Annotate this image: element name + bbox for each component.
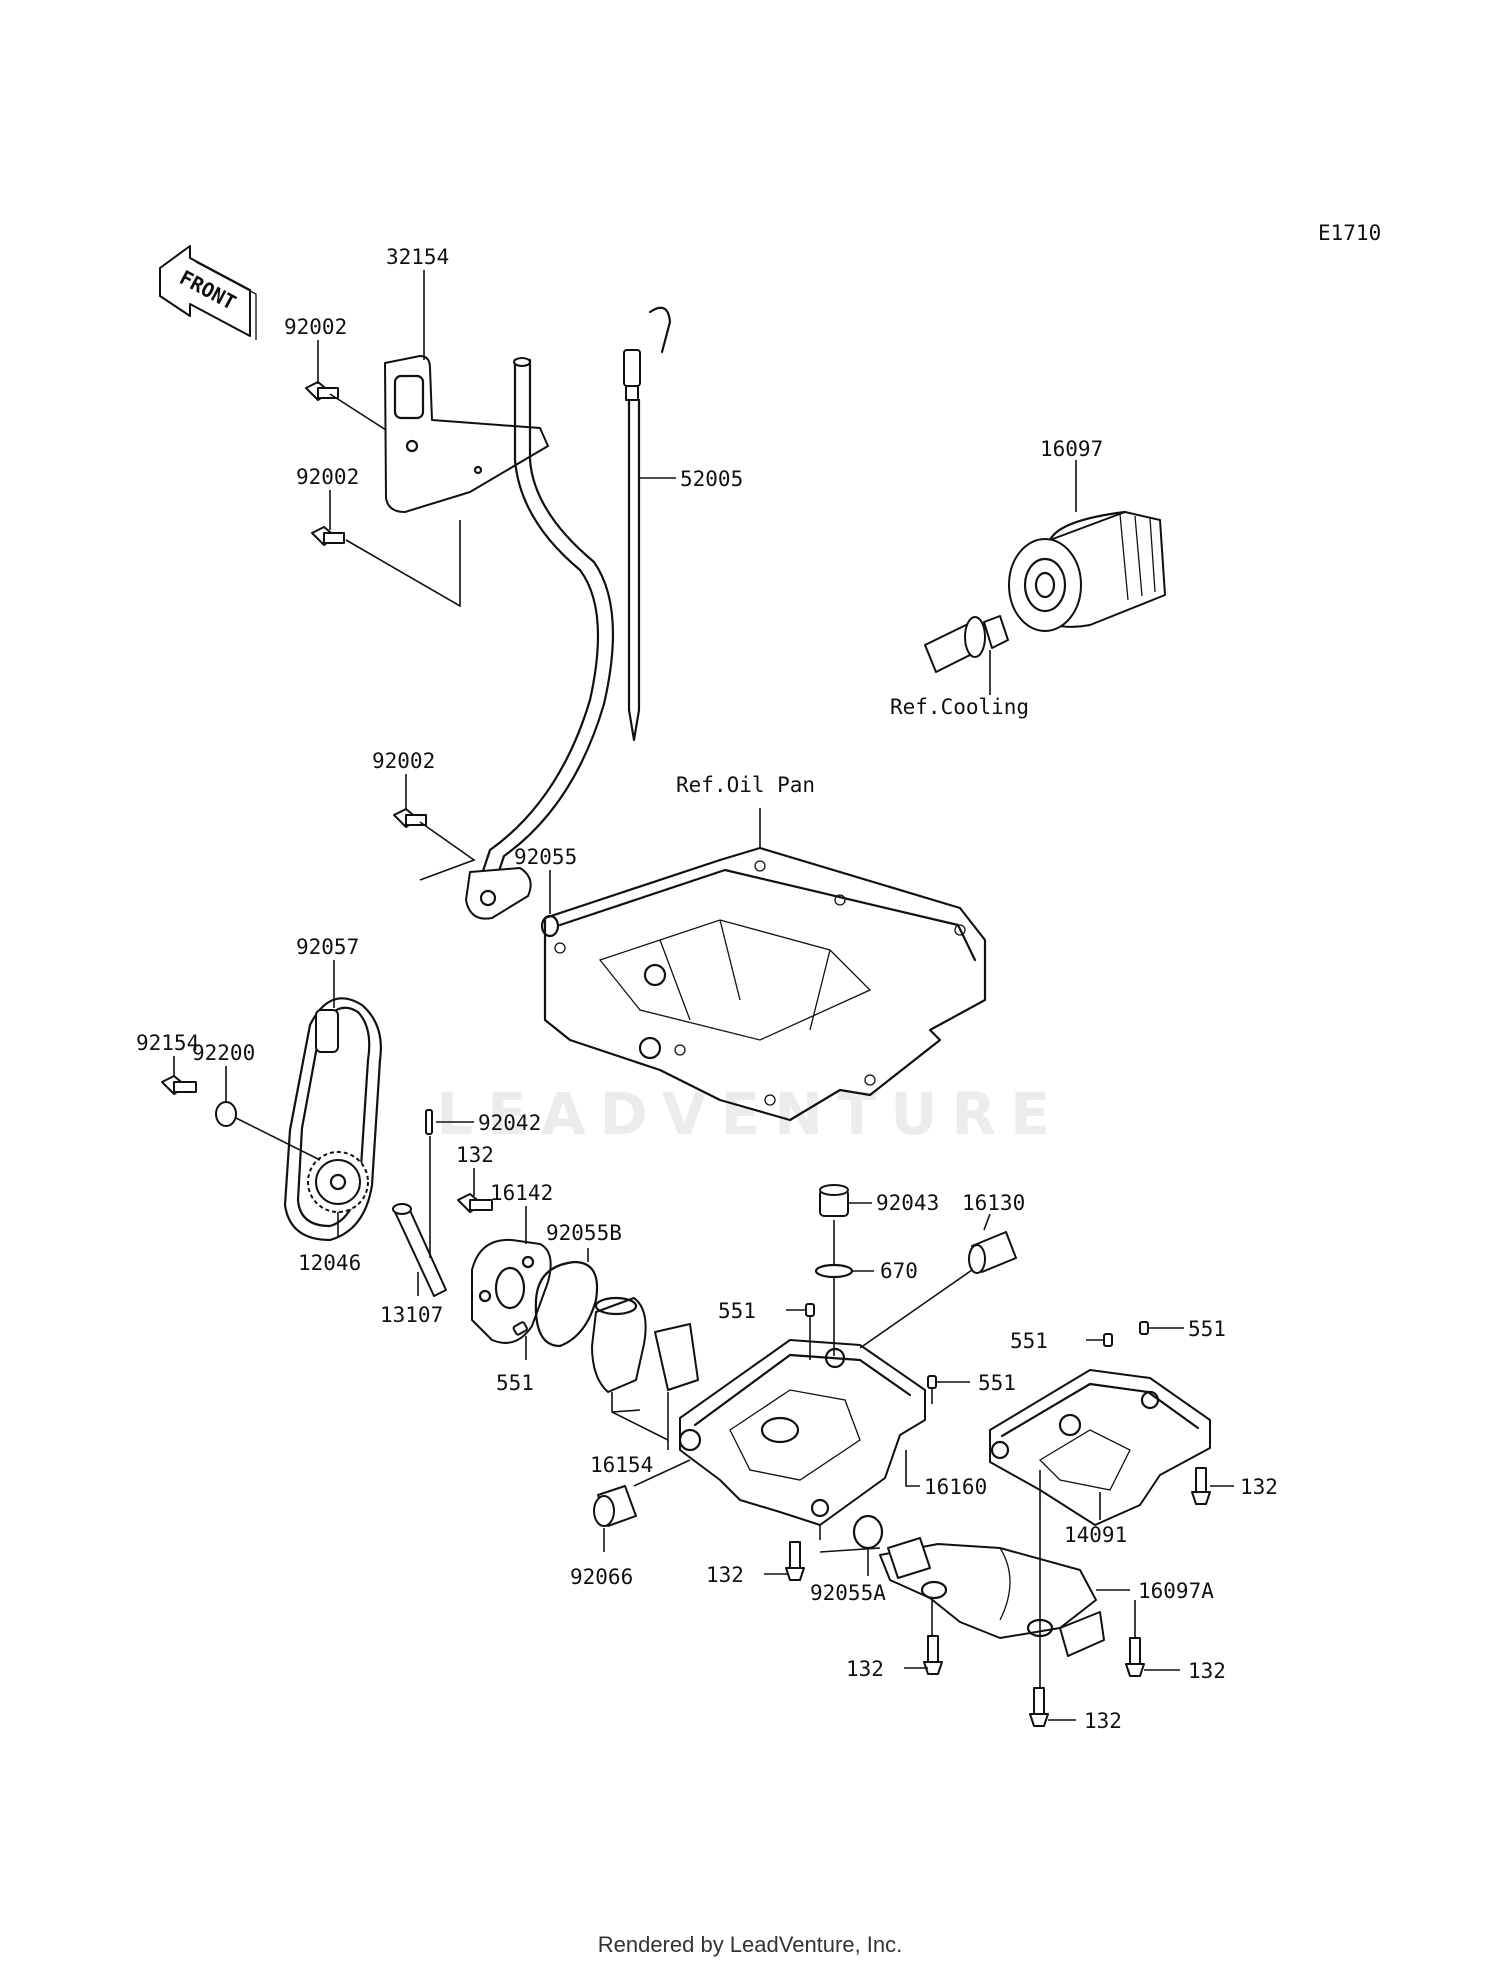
label-14091: 14091	[1064, 1523, 1127, 1547]
oil-filter-16097	[1008, 510, 1166, 632]
strainer-16154	[591, 1296, 699, 1393]
cover-16097a	[879, 1537, 1105, 1657]
pin-92042	[425, 1109, 433, 1135]
label-670: 670	[880, 1259, 918, 1283]
bolt-92002-lower	[393, 808, 427, 828]
pin-551-c	[1103, 1333, 1113, 1347]
label-92055a: 92055A	[810, 1581, 886, 1605]
part-labels: 32154 92002 92002 92002 52005 16097 Ref.…	[136, 245, 1278, 1733]
label-16142: 16142	[490, 1181, 553, 1205]
sprocket-12046	[307, 1151, 369, 1213]
housing-16160	[678, 1339, 926, 1526]
bolt-132-d	[1125, 1637, 1145, 1677]
label-16097a: 16097A	[1138, 1579, 1214, 1603]
filter-fitting	[924, 615, 1009, 673]
label-32154: 32154	[386, 245, 449, 269]
bolt-132-e	[1029, 1687, 1049, 1727]
label-52005: 52005	[680, 467, 743, 491]
label-12046: 12046	[298, 1251, 361, 1275]
label-92042: 92042	[478, 1111, 541, 1135]
washer-92200	[215, 1101, 237, 1127]
bushing-92066	[593, 1485, 637, 1527]
front-arrow-icon: FRONT	[159, 245, 257, 340]
label-132-b: 132	[706, 1563, 744, 1587]
label-92055: 92055	[514, 845, 577, 869]
gasket-92055b	[534, 1260, 599, 1348]
watermark-text: LEADVENTURE	[436, 1080, 1064, 1148]
label-551-b: 551	[978, 1371, 1016, 1395]
label-16097: 16097	[1040, 437, 1103, 461]
pin-551-b	[927, 1375, 937, 1389]
label-92057: 92057	[296, 935, 359, 959]
pin-551-d	[1139, 1321, 1149, 1335]
housing-14091	[989, 1369, 1211, 1526]
label-16130: 16130	[962, 1191, 1025, 1215]
label-92002-lower: 92002	[372, 749, 435, 773]
diagram-code: E1710	[1318, 221, 1381, 245]
label-132-e: 132	[1084, 1709, 1122, 1733]
dipstick-tube-assembly	[384, 355, 615, 920]
label-92002-upper: 92002	[284, 315, 347, 339]
label-92154: 92154	[136, 1031, 199, 1055]
bolt-92154	[161, 1075, 197, 1095]
leader-lines	[173, 270, 1234, 1721]
oil-pan	[543, 846, 987, 1122]
label-132-d: 132	[1188, 1659, 1226, 1683]
label-92200: 92200	[192, 1041, 255, 1065]
ref-oil-pan-label: Ref.Oil Pan	[676, 773, 815, 797]
bolt-132-pump	[457, 1193, 493, 1213]
label-92043: 92043	[876, 1191, 939, 1215]
bolt-132-a	[1191, 1467, 1211, 1505]
footer-credit: Rendered by LeadVenture, Inc.	[597, 1932, 903, 1957]
label-132-a: 132	[1240, 1475, 1278, 1499]
pin-551-a	[805, 1303, 815, 1317]
pin-551-pump	[512, 1321, 528, 1336]
pump-shaft-13107	[392, 1203, 447, 1297]
label-16154: 16154	[590, 1453, 653, 1477]
label-551-d: 551	[1188, 1317, 1226, 1341]
bolt-92002-middle	[311, 526, 345, 546]
plug-16130	[968, 1231, 1017, 1274]
ref-cooling-label: Ref.Cooling	[890, 695, 1029, 719]
bolt-132-c	[923, 1635, 943, 1675]
drive-chain-92057	[283, 997, 382, 1242]
dipstick-52005	[623, 306, 672, 742]
o-ring-670	[814, 1263, 854, 1279]
label-551-a: 551	[718, 1299, 756, 1323]
label-551-c: 551	[1010, 1329, 1048, 1353]
oil-pump-16142	[471, 1238, 552, 1344]
label-132-c: 132	[846, 1657, 884, 1681]
label-92066: 92066	[570, 1565, 633, 1589]
label-92055b: 92055B	[546, 1221, 622, 1245]
label-132-pump: 132	[456, 1143, 494, 1167]
bolt-132-b	[785, 1541, 805, 1581]
collar-92043	[819, 1184, 849, 1217]
label-13107: 13107	[380, 1303, 443, 1327]
o-ring-92055a	[852, 1514, 884, 1550]
label-551-pump: 551	[496, 1371, 534, 1395]
label-16160: 16160	[924, 1475, 987, 1499]
bolt-92002-upper	[305, 381, 339, 401]
bracket-32154	[384, 355, 549, 513]
label-92002-middle: 92002	[296, 465, 359, 489]
